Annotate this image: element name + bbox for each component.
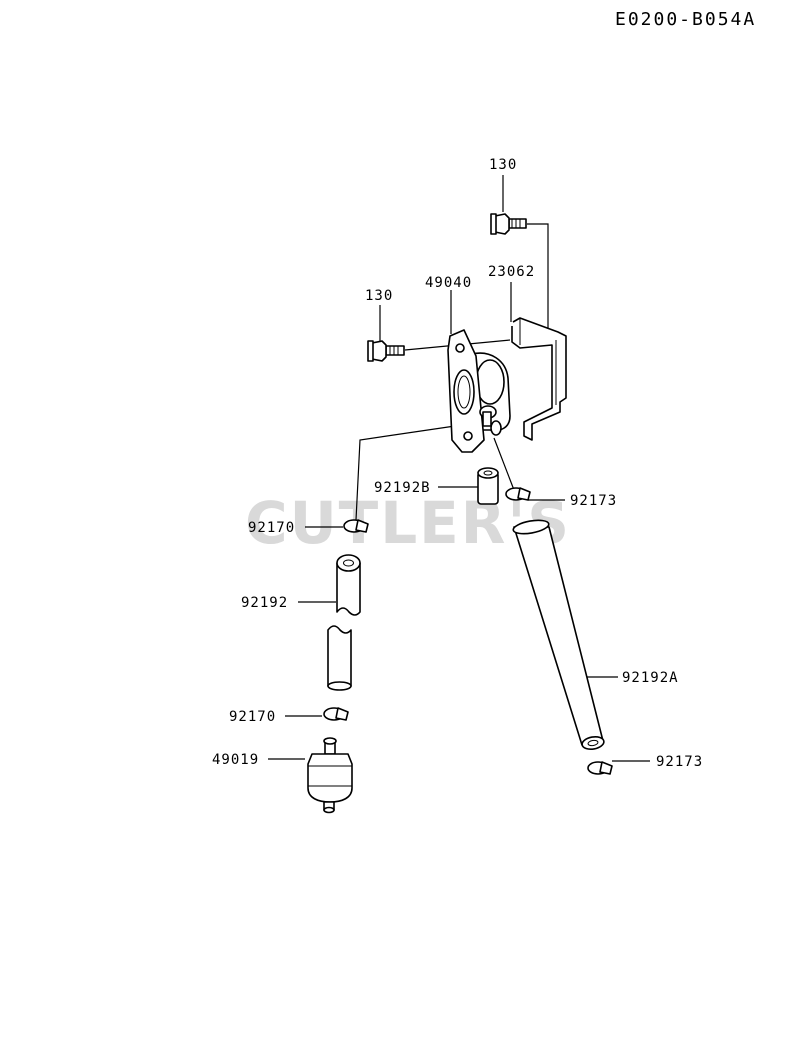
label-fuel-pump: 49040 bbox=[425, 275, 472, 291]
label-hose-long: 92192A bbox=[622, 670, 679, 686]
leader-lines bbox=[268, 175, 650, 762]
fuel-filter-part bbox=[307, 737, 353, 814]
label-bolt-left: 130 bbox=[365, 288, 393, 304]
label-hose-short: 92192B bbox=[374, 480, 431, 496]
clamp-right-bottom-part bbox=[587, 761, 613, 775]
clamp-right-top-part bbox=[505, 487, 531, 501]
bolt-top-part bbox=[490, 213, 527, 235]
label-clamp-right-bottom: 92173 bbox=[656, 754, 703, 770]
bolt-left-part bbox=[367, 340, 405, 362]
diagram-code: E0200-B054A bbox=[615, 9, 756, 30]
clamp-left-bottom-part bbox=[323, 707, 349, 721]
callout-labels: 130 130 49040 23062 92192B 92173 92170 9… bbox=[212, 157, 703, 770]
clamp-left-top-part bbox=[343, 519, 369, 533]
label-bracket: 23062 bbox=[488, 264, 535, 280]
label-hose-left: 92192 bbox=[241, 595, 288, 611]
hose-left-part bbox=[327, 554, 361, 691]
label-clamp-right-top: 92173 bbox=[570, 493, 617, 509]
label-bolt-top: 130 bbox=[489, 157, 517, 173]
label-clamp-left-top: 92170 bbox=[248, 520, 295, 536]
hose-long-part bbox=[512, 519, 605, 751]
label-fuel-filter: 49019 bbox=[212, 752, 259, 768]
label-clamp-left-bottom: 92170 bbox=[229, 709, 276, 725]
hose-short-part bbox=[477, 467, 499, 505]
bracket-part bbox=[511, 317, 567, 441]
fuel-pump-part bbox=[447, 329, 511, 453]
